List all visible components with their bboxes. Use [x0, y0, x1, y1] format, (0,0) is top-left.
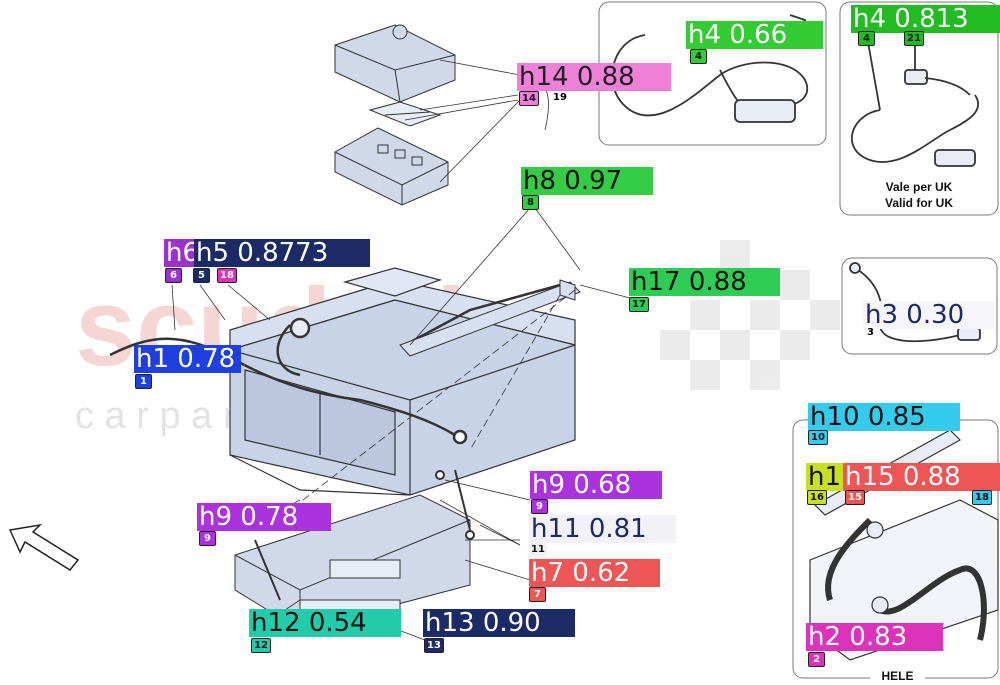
part-number-badge: 1: [135, 374, 152, 389]
part-number-badge: 3: [863, 326, 878, 339]
part-number-badge: 12: [251, 638, 271, 653]
part-number-badge: 6: [165, 268, 182, 283]
battery-cables: [109, 283, 561, 445]
part-number-badge: 18: [217, 268, 237, 283]
part-number-badge: 10: [808, 430, 828, 445]
part-number-badge: 13: [424, 638, 444, 653]
part-number-badge: 15: [845, 490, 865, 505]
detection-label: h11 0.81: [529, 515, 676, 543]
uk-caption-line2: Valid for UK: [884, 196, 953, 210]
tray-rods-part: [254, 469, 475, 601]
detection-label: h7 0.62: [529, 559, 660, 587]
detection-label: h1: [806, 463, 847, 491]
direction-arrow-icon: [8, 523, 80, 571]
detection-label: h8 0.97: [521, 167, 653, 195]
fuse-box-cover-part: [334, 24, 456, 103]
part-number-badge: 18: [972, 490, 992, 505]
detection-label: h13 0.90: [423, 609, 575, 637]
detection-label: h12 0.54: [249, 609, 401, 637]
detection-label: h15 0.88: [843, 463, 1000, 491]
detection-label: h3 0.30: [863, 301, 995, 329]
detection-label: h6: [164, 239, 198, 267]
detection-label: h2 0.83: [806, 623, 943, 651]
part-number-badge: 4: [858, 31, 875, 46]
hele-caption: HELE: [870, 669, 925, 683]
detection-label: h5 0.8773: [194, 239, 370, 267]
detection-label: h4 0.66: [686, 21, 823, 49]
uk-caption-line1: Vale per UK: [885, 180, 953, 194]
fuse-plate-part: [368, 101, 442, 127]
part-number-badge: 2: [808, 652, 825, 667]
detection-label: h9 0.78: [197, 503, 331, 531]
hold-down-bracket-part: [399, 279, 581, 357]
detection-label: h10 0.85: [808, 403, 960, 431]
detection-label: h1 0.78: [134, 345, 241, 373]
detection-label: h14 0.88: [517, 63, 671, 91]
part-number-badge: 16: [807, 490, 827, 505]
detection-label: h4 0.813: [851, 5, 1000, 33]
fuse-box-base-part: [334, 127, 449, 206]
part-number-badge: 9: [531, 499, 548, 514]
watermark-checker: [660, 240, 840, 390]
detection-label: h17 0.88: [629, 268, 780, 296]
inset-box-cable: [841, 257, 998, 355]
part-number-badge: 8: [522, 195, 539, 210]
part-number-badge: 5: [193, 268, 210, 283]
part-number-badge: 21: [904, 31, 924, 46]
part-number-badge: 19: [551, 91, 569, 104]
part-number-badge: 7: [529, 587, 546, 602]
inset-box-uk-charger: [839, 1, 999, 216]
part-number-badge: 14: [519, 91, 539, 106]
part-number-badge: 11: [529, 543, 547, 556]
part-number-badge: 17: [629, 297, 649, 312]
uk-charger-inset-drawing: [851, 41, 980, 167]
detection-label: h9 0.68: [530, 471, 662, 499]
part-number-badge: 9: [199, 531, 216, 546]
part-number-badge: 4: [690, 49, 707, 64]
battery-part: [229, 267, 576, 496]
